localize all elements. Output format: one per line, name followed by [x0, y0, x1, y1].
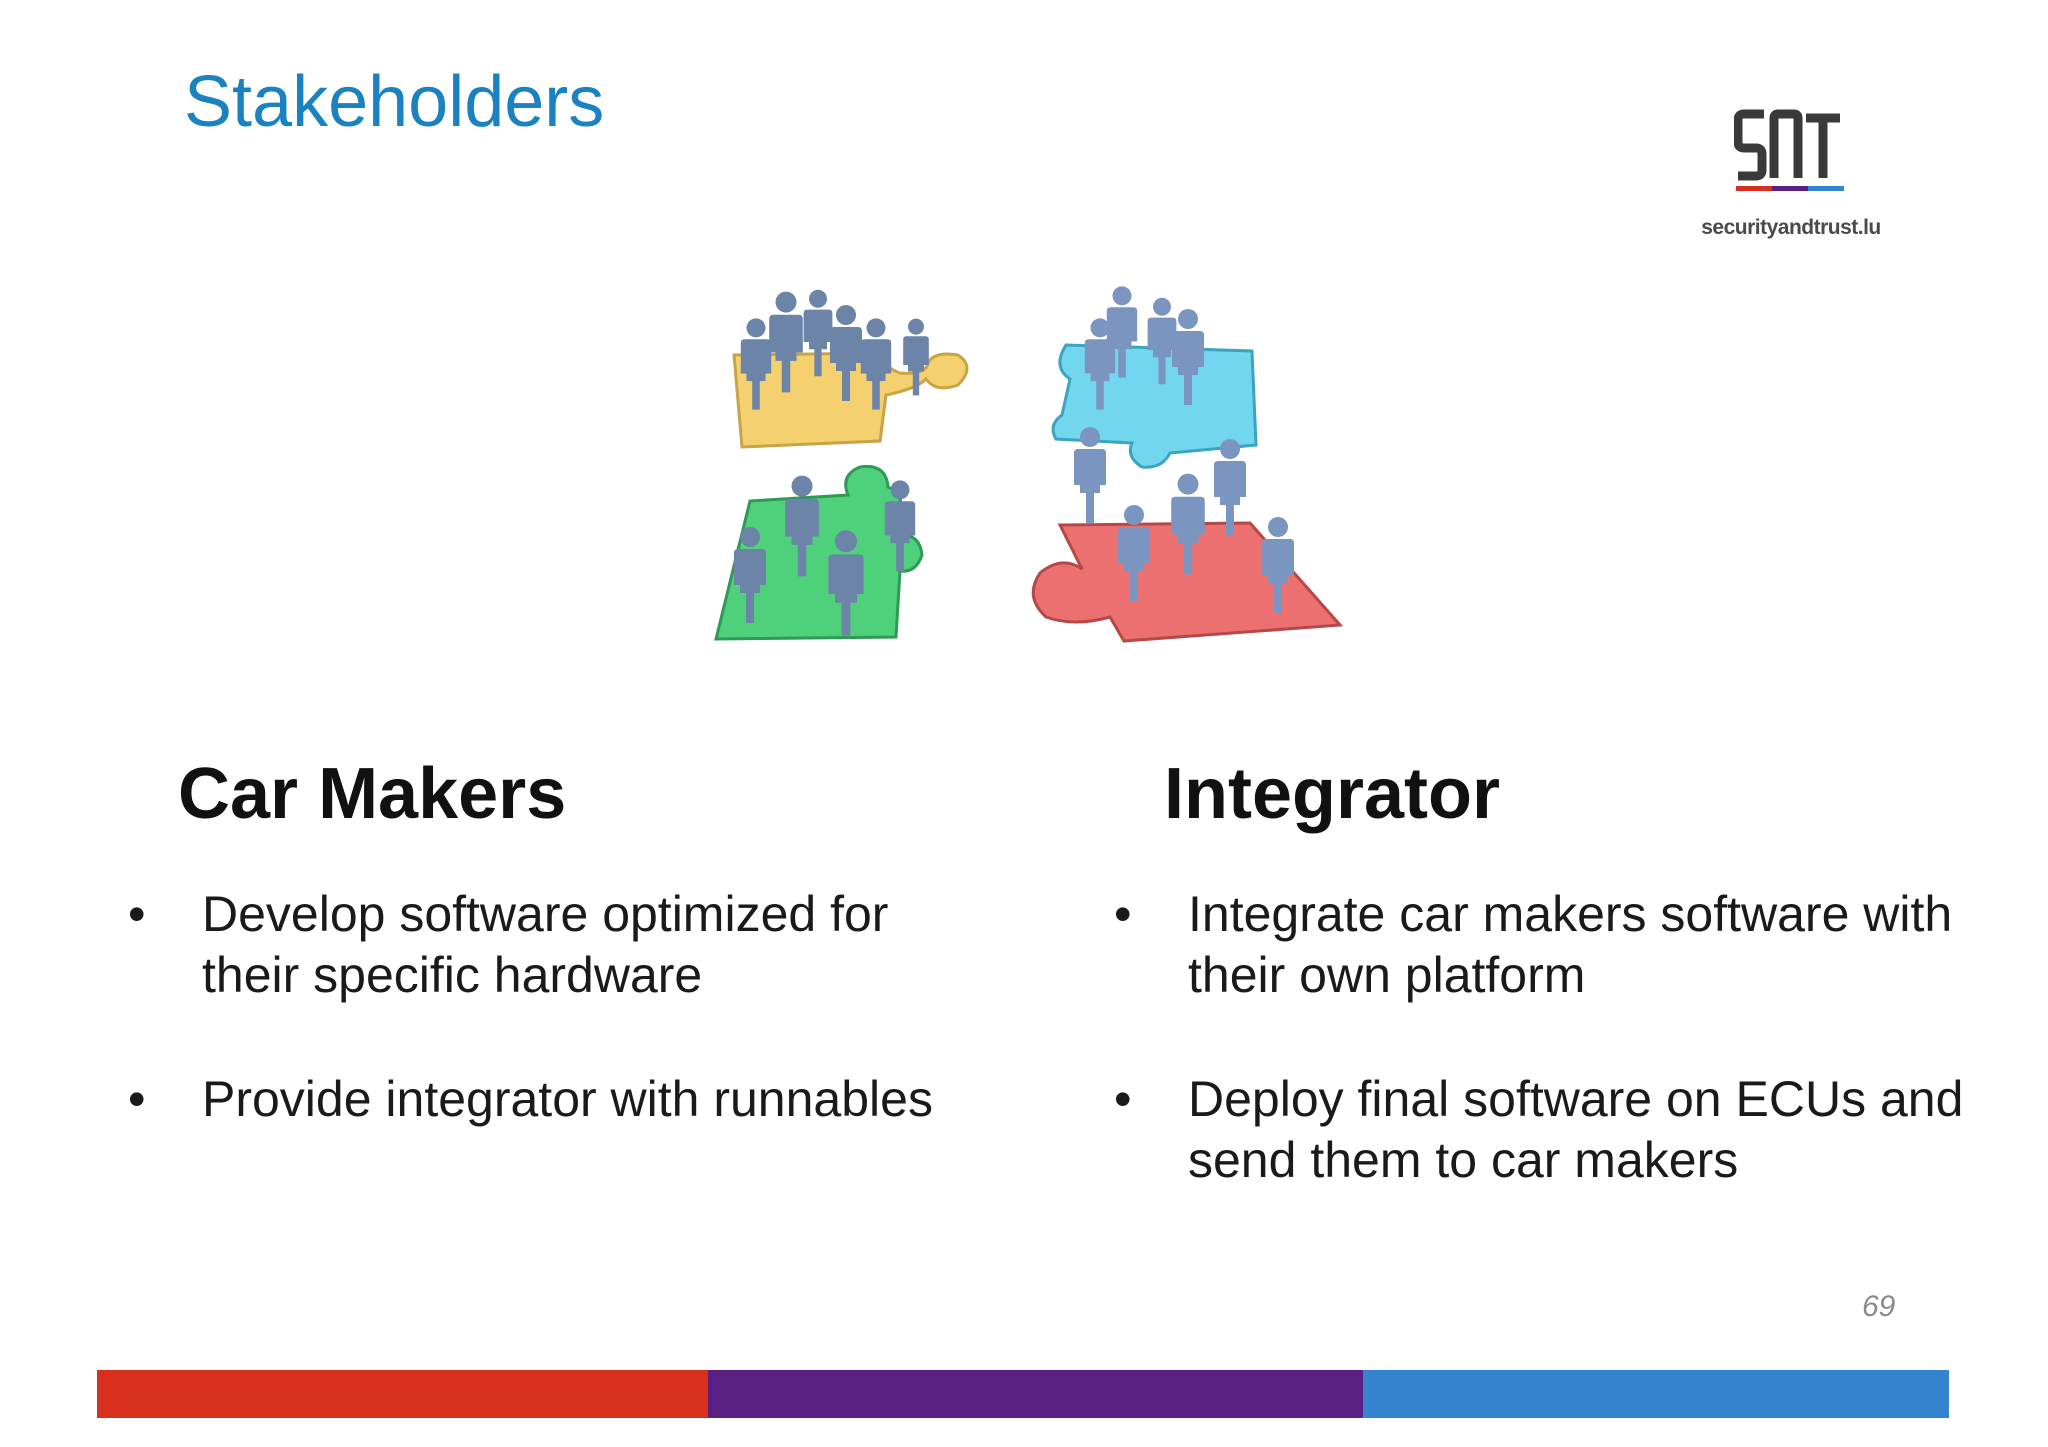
bullet-dot: • — [128, 1071, 146, 1127]
bullet-text: Develop software optimized for their spe… — [202, 886, 889, 1003]
bullet-text: Deploy final software on ECUs and send t… — [1188, 1071, 1964, 1188]
list-item: • Develop software optimized for their s… — [128, 884, 988, 1006]
snt-logo: securityandtrust.lu — [1696, 108, 1886, 248]
bullet-dot: • — [1114, 886, 1132, 942]
car-makers-heading: Car Makers — [178, 754, 567, 834]
page-number: 69 — [1862, 1290, 1896, 1323]
slide-title: Stakeholders — [184, 62, 605, 142]
footer-bar-red — [97, 1370, 708, 1418]
bullet-text: Provide integrator with runnables — [202, 1071, 933, 1127]
list-item: • Provide integrator with runnables — [128, 1069, 988, 1130]
logo-site-text: securityandtrust.lu — [1701, 216, 1881, 239]
list-item: • Deploy final software on ECUs and send… — [1114, 1069, 1974, 1191]
list-item: • Integrate car makers software with the… — [1114, 884, 1974, 1006]
puzzle-people-illustration — [714, 286, 1344, 643]
footer-bar-purple — [708, 1370, 1363, 1418]
bullet-dot: • — [128, 886, 146, 942]
integrator-heading: Integrator — [1164, 754, 1501, 834]
snt-logo-mark — [1734, 109, 1844, 191]
footer-color-bar — [97, 1370, 1949, 1418]
puzzle-piece-yellow — [732, 351, 969, 449]
bullet-dot: • — [1114, 1071, 1132, 1127]
bullet-text: Integrate car makers software with their… — [1188, 886, 1953, 1003]
integrator-bullet-list: • Integrate car makers software with the… — [1114, 884, 1974, 1254]
footer-bar-blue — [1363, 1370, 1949, 1418]
car-makers-bullet-list: • Develop software optimized for their s… — [128, 884, 988, 1193]
